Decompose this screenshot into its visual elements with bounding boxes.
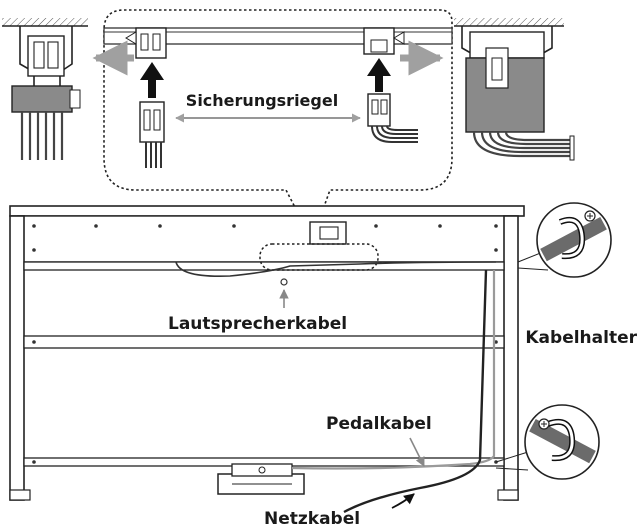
power-cable-label: Netzkabel xyxy=(264,509,360,529)
insert-up-arrow-left xyxy=(140,62,164,98)
detail-callout-outline xyxy=(103,9,453,242)
cable-holder-detail-top xyxy=(517,202,612,278)
connector-highlight xyxy=(259,243,379,271)
locking-latch-label: Sicherungsriegel xyxy=(186,91,338,110)
piano-upper-panel xyxy=(17,215,517,263)
left-plug xyxy=(139,101,165,168)
piano-top-board xyxy=(9,205,525,217)
left-socket xyxy=(125,27,167,59)
cable-holder-detail-bottom xyxy=(495,404,600,480)
speaker-cable-label: Lautsprecherkabel xyxy=(168,314,347,334)
power-cable xyxy=(343,269,488,514)
cable-holder-label: Kabelhalter xyxy=(525,328,637,348)
right-closeup-locked xyxy=(454,18,575,161)
speaker-cable xyxy=(175,261,497,278)
connector-detail: Sicherungsriegel xyxy=(103,9,453,242)
right-plug xyxy=(367,93,418,143)
pedal-unit xyxy=(217,463,305,495)
power-cable-pointer xyxy=(391,493,415,509)
pedal-cable-label: Pedalkabel xyxy=(326,414,432,434)
piano-left-side xyxy=(9,215,25,501)
right-socket xyxy=(363,27,405,55)
pedal-cable-pointer xyxy=(409,437,425,467)
piano-rear-view xyxy=(9,205,525,514)
pedal-cable xyxy=(291,270,496,470)
insert-up-arrow-right xyxy=(367,58,391,92)
left-closeup-unlocked xyxy=(2,18,88,160)
